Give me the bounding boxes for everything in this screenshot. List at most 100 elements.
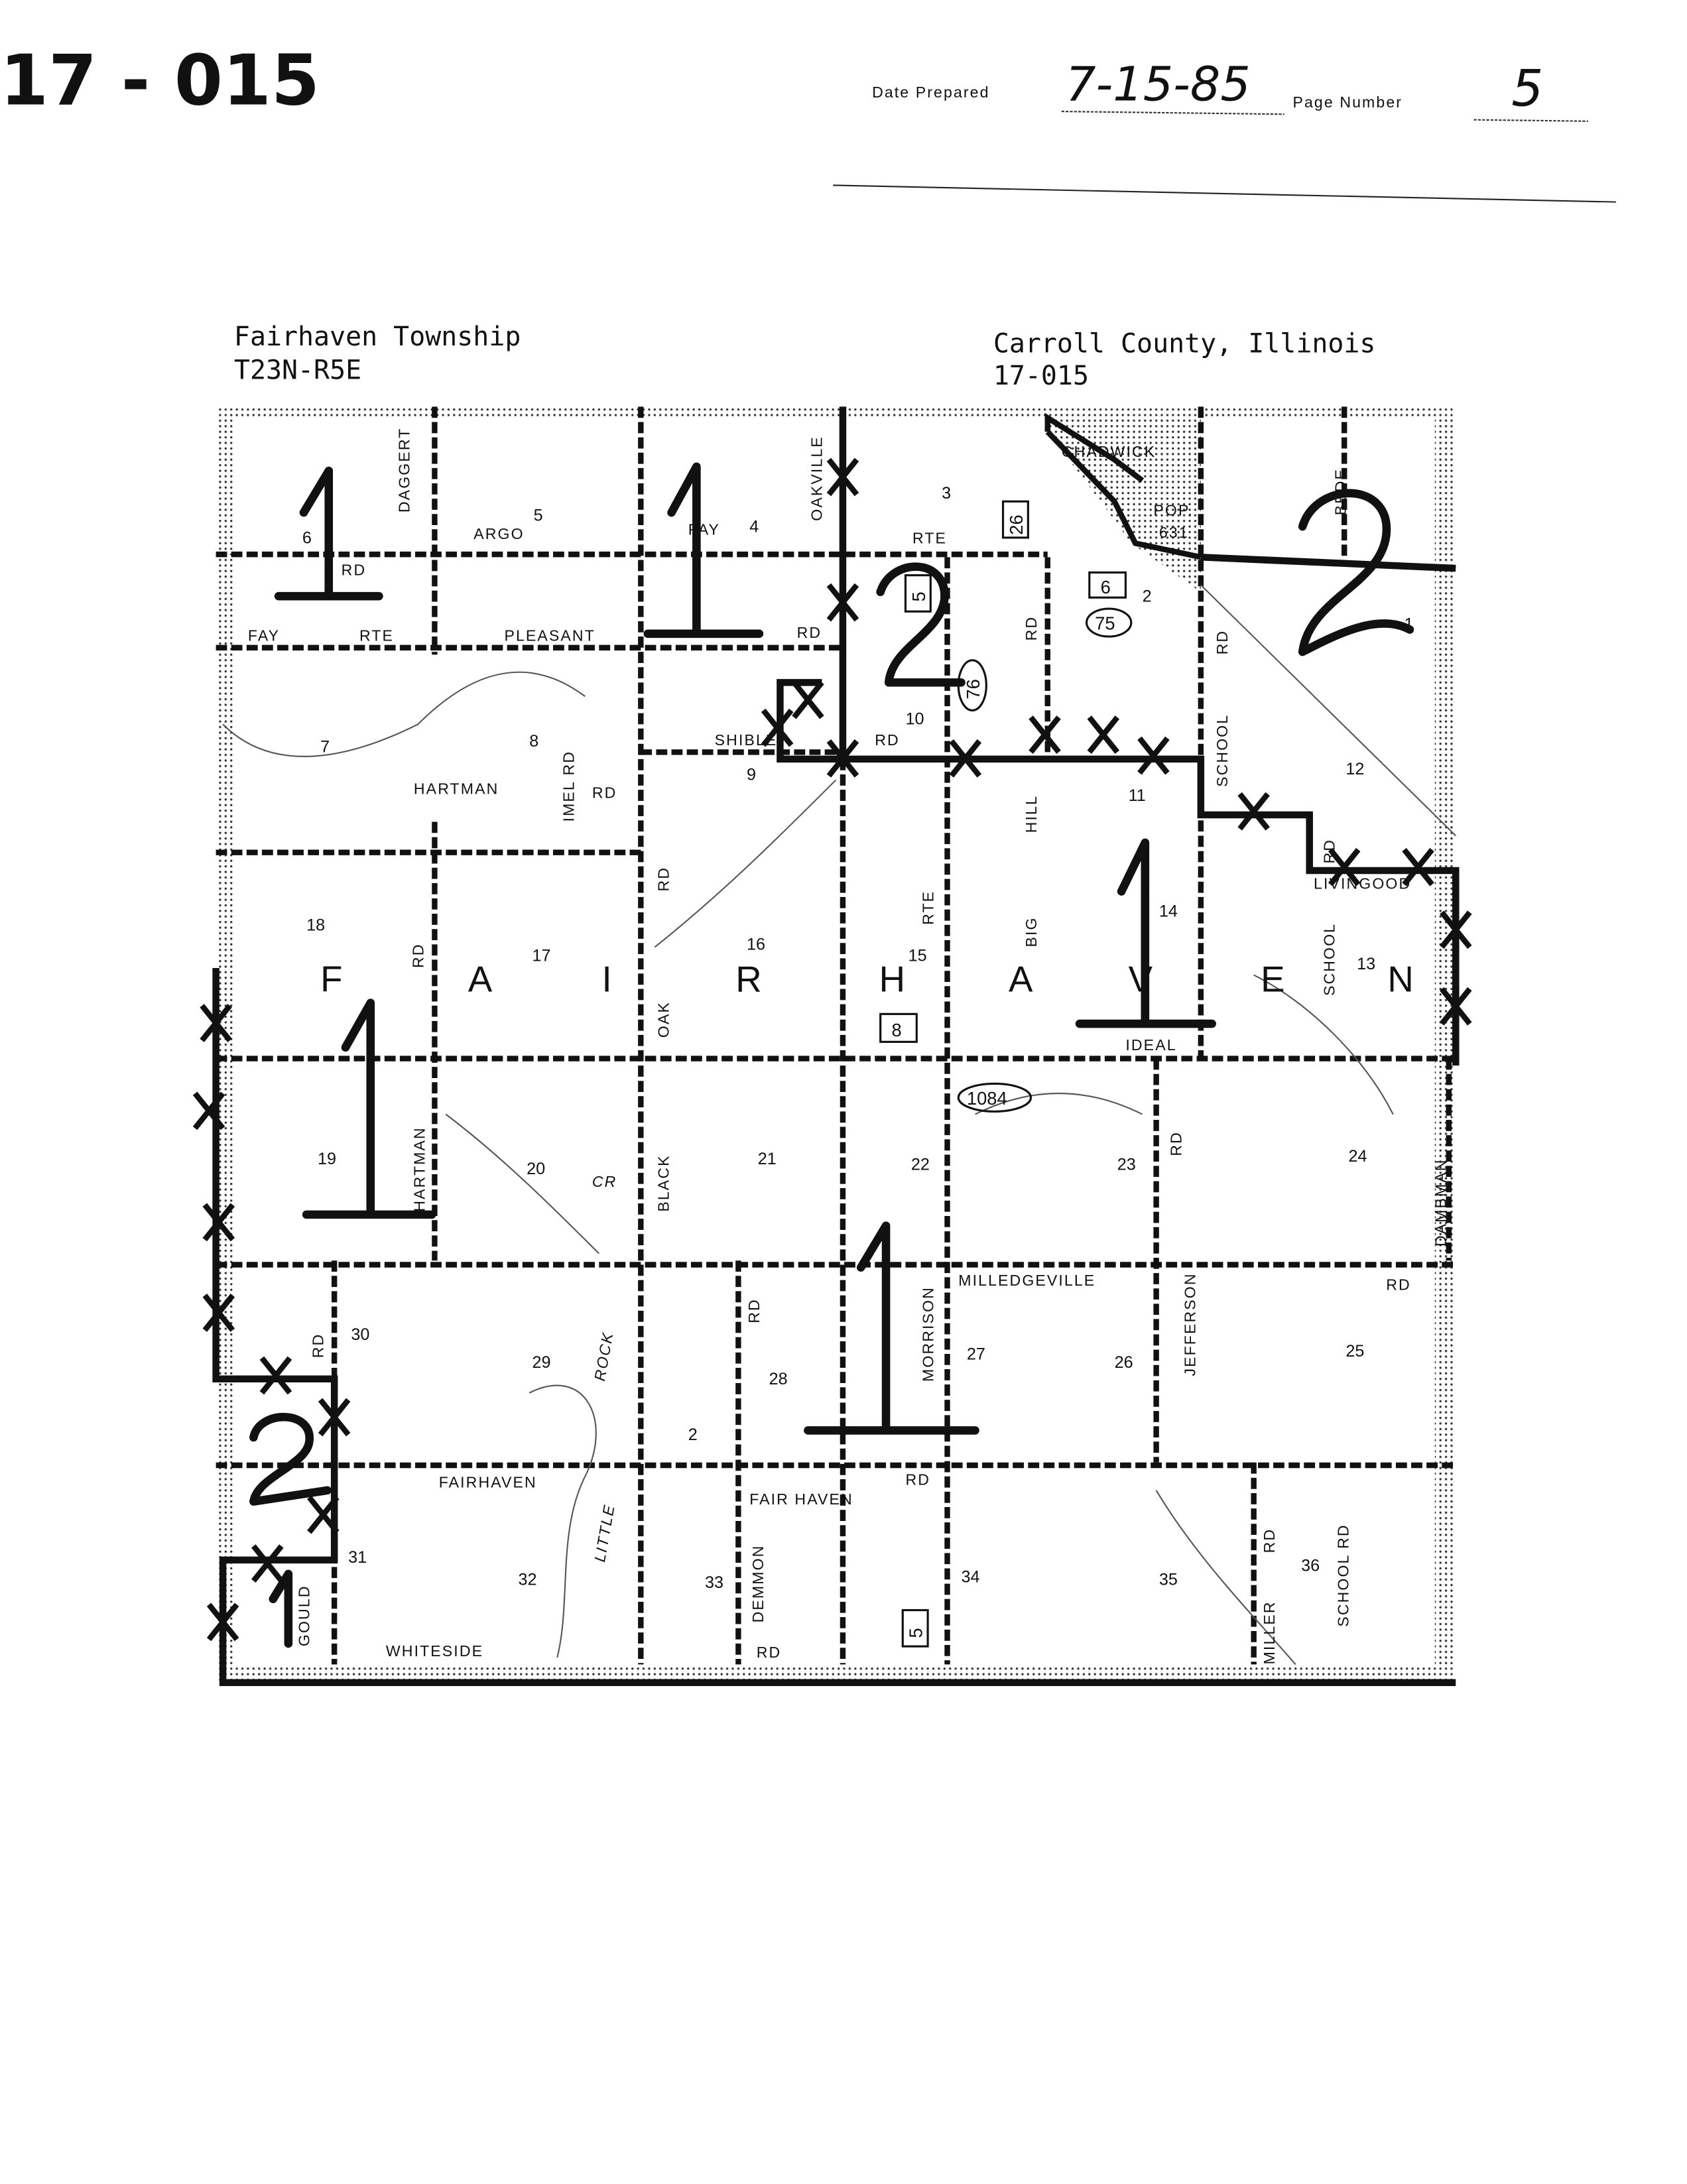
svg-text:RD: RD bbox=[745, 1298, 763, 1323]
section-11: 11 bbox=[1129, 786, 1146, 805]
svg-text:RTE: RTE bbox=[912, 529, 947, 546]
date-prepared-label: Date Prepared bbox=[872, 84, 990, 101]
section-4: 4 bbox=[749, 518, 759, 536]
chadwick-town-area bbox=[1047, 406, 1201, 592]
section-16: 16 bbox=[747, 936, 765, 954]
section-2: 2 bbox=[1143, 587, 1152, 606]
svg-text:RD: RD bbox=[342, 562, 367, 579]
svg-text:IDEAL: IDEAL bbox=[1125, 1036, 1176, 1054]
district-mark-1-sec19 bbox=[302, 999, 436, 1219]
route-26-shield: 26 bbox=[1006, 515, 1027, 534]
svg-text:OAKVILLE: OAKVILLE bbox=[808, 436, 825, 521]
section-6: 6 bbox=[302, 528, 312, 547]
section-22: 22 bbox=[911, 1156, 930, 1174]
section-18: 18 bbox=[306, 916, 325, 934]
svg-text:GOULD: GOULD bbox=[295, 1585, 312, 1646]
svg-text:SHIBLEY: SHIBLEY bbox=[715, 731, 789, 749]
section-17: 17 bbox=[532, 947, 550, 965]
header-rule bbox=[833, 184, 1616, 203]
section-32: 32 bbox=[518, 1571, 536, 1589]
svg-text:MORRISON: MORRISON bbox=[919, 1286, 936, 1382]
township-range: T23N-R5E bbox=[234, 355, 361, 385]
svg-text:HARTMAN: HARTMAN bbox=[414, 780, 499, 797]
svg-text:BLACK: BLACK bbox=[655, 1154, 672, 1211]
section-23: 23 bbox=[1117, 1156, 1136, 1174]
section-20: 20 bbox=[527, 1160, 545, 1178]
svg-text:HARTMAN: HARTMAN bbox=[411, 1126, 428, 1211]
svg-text:RD: RD bbox=[655, 867, 672, 892]
svg-text:RTE: RTE bbox=[359, 627, 394, 644]
route-5-shield-south: 5 bbox=[906, 1628, 926, 1638]
svg-text:OAK: OAK bbox=[655, 1001, 672, 1038]
svg-text:RD: RD bbox=[875, 731, 900, 749]
svg-text:SCHOOL RD: SCHOOL RD bbox=[1335, 1524, 1352, 1626]
svg-text:FAIRHAVEN: FAIRHAVEN bbox=[439, 1474, 537, 1491]
svg-text:CR: CR bbox=[592, 1173, 617, 1190]
fair-haven-label: FAIR HAVEN bbox=[749, 1490, 853, 1508]
svg-text:F: F bbox=[320, 959, 342, 1000]
svg-text:RD: RD bbox=[1261, 1528, 1278, 1553]
section-8: 8 bbox=[529, 732, 538, 751]
svg-text:LIVINGOOD: LIVINGOOD bbox=[1314, 875, 1411, 892]
handwritten-district-numbers bbox=[249, 462, 1414, 1648]
section-14: 14 bbox=[1159, 902, 1178, 920]
svg-text:MILLER: MILLER bbox=[1261, 1601, 1278, 1664]
section-24: 24 bbox=[1349, 1147, 1367, 1166]
svg-text:RD: RD bbox=[309, 1333, 326, 1359]
svg-text:WHITESIDE: WHITESIDE bbox=[386, 1642, 483, 1660]
svg-text:RD: RD bbox=[1167, 1131, 1184, 1156]
section-10: 10 bbox=[905, 709, 924, 728]
section-30: 30 bbox=[351, 1325, 369, 1344]
township-map bbox=[212, 406, 1460, 1686]
route-26-line bbox=[1044, 412, 1202, 560]
section-12: 12 bbox=[1345, 760, 1364, 778]
district-mark-1-sec6 bbox=[274, 466, 383, 601]
township-name-letters: F A I R H A V E N bbox=[320, 959, 1414, 1000]
svg-text:E: E bbox=[1261, 959, 1284, 1000]
county-code: 17-015 bbox=[993, 361, 1089, 391]
svg-text:RD: RD bbox=[1214, 630, 1231, 655]
svg-text:RD: RD bbox=[905, 1471, 930, 1488]
svg-text:JEFFERSON: JEFFERSON bbox=[1181, 1272, 1198, 1376]
svg-text:SCHOOL: SCHOOL bbox=[1321, 923, 1338, 996]
svg-text:RD: RD bbox=[757, 1644, 782, 1661]
section-25: 25 bbox=[1345, 1342, 1364, 1361]
township-title: Fairhaven Township bbox=[234, 322, 521, 352]
section-31: 31 bbox=[348, 1548, 367, 1567]
route-shields: 26 6 75 76 8 1084 5 5 bbox=[879, 500, 1133, 1648]
section-13: 13 bbox=[1357, 955, 1375, 973]
road-labels: DAGGERT ARGO FAY OAKVILLE RTE RD FAY RTE… bbox=[248, 428, 1450, 1665]
section-roads bbox=[216, 406, 1456, 1665]
svg-text:N: N bbox=[1387, 959, 1413, 1000]
chadwick-label: CHADWICK bbox=[1062, 443, 1156, 460]
svg-text:R: R bbox=[735, 959, 761, 1000]
svg-text:RTE: RTE bbox=[919, 890, 936, 925]
svg-text:DAMBMAN: DAMBMAN bbox=[1432, 1158, 1450, 1246]
district-mark-2-sec30 bbox=[249, 1412, 332, 1506]
svg-text:RD: RD bbox=[1023, 616, 1040, 641]
route-5-shield-north: 5 bbox=[908, 591, 929, 601]
section-3: 3 bbox=[942, 484, 951, 503]
svg-text:I: I bbox=[602, 959, 612, 1000]
district-mark-1-sec14 bbox=[1075, 838, 1216, 1028]
svg-text:DEMMON: DEMMON bbox=[749, 1545, 767, 1623]
svg-text:H: H bbox=[879, 959, 905, 1000]
district-mark-1-sec31 bbox=[269, 1569, 293, 1648]
page-number-label: Page Number bbox=[1292, 93, 1403, 111]
section-numbers: 1 2 3 4 5 6 7 8 9 10 11 12 13 14 15 16 1… bbox=[302, 484, 1414, 1592]
district-mark-2-sec1 bbox=[1298, 489, 1414, 656]
population-label: POP. bbox=[1153, 501, 1194, 518]
section-29: 29 bbox=[532, 1353, 550, 1372]
district-boundary-line bbox=[212, 406, 1460, 1686]
svg-text:MILLEDGEVILLE: MILLEDGEVILLE bbox=[958, 1272, 1095, 1289]
svg-text:SCHOOL: SCHOOL bbox=[1214, 714, 1231, 787]
svg-text:RD: RD bbox=[592, 784, 617, 802]
section-28: 28 bbox=[769, 1370, 788, 1388]
route-75-shield: 75 bbox=[1095, 613, 1115, 634]
district-mark-1-sec27 bbox=[804, 1221, 979, 1435]
streams bbox=[222, 584, 1457, 1666]
district-mark-2-sec10 bbox=[876, 562, 966, 687]
section-34: 34 bbox=[962, 1567, 980, 1586]
svg-text:ARGO: ARGO bbox=[473, 525, 524, 542]
